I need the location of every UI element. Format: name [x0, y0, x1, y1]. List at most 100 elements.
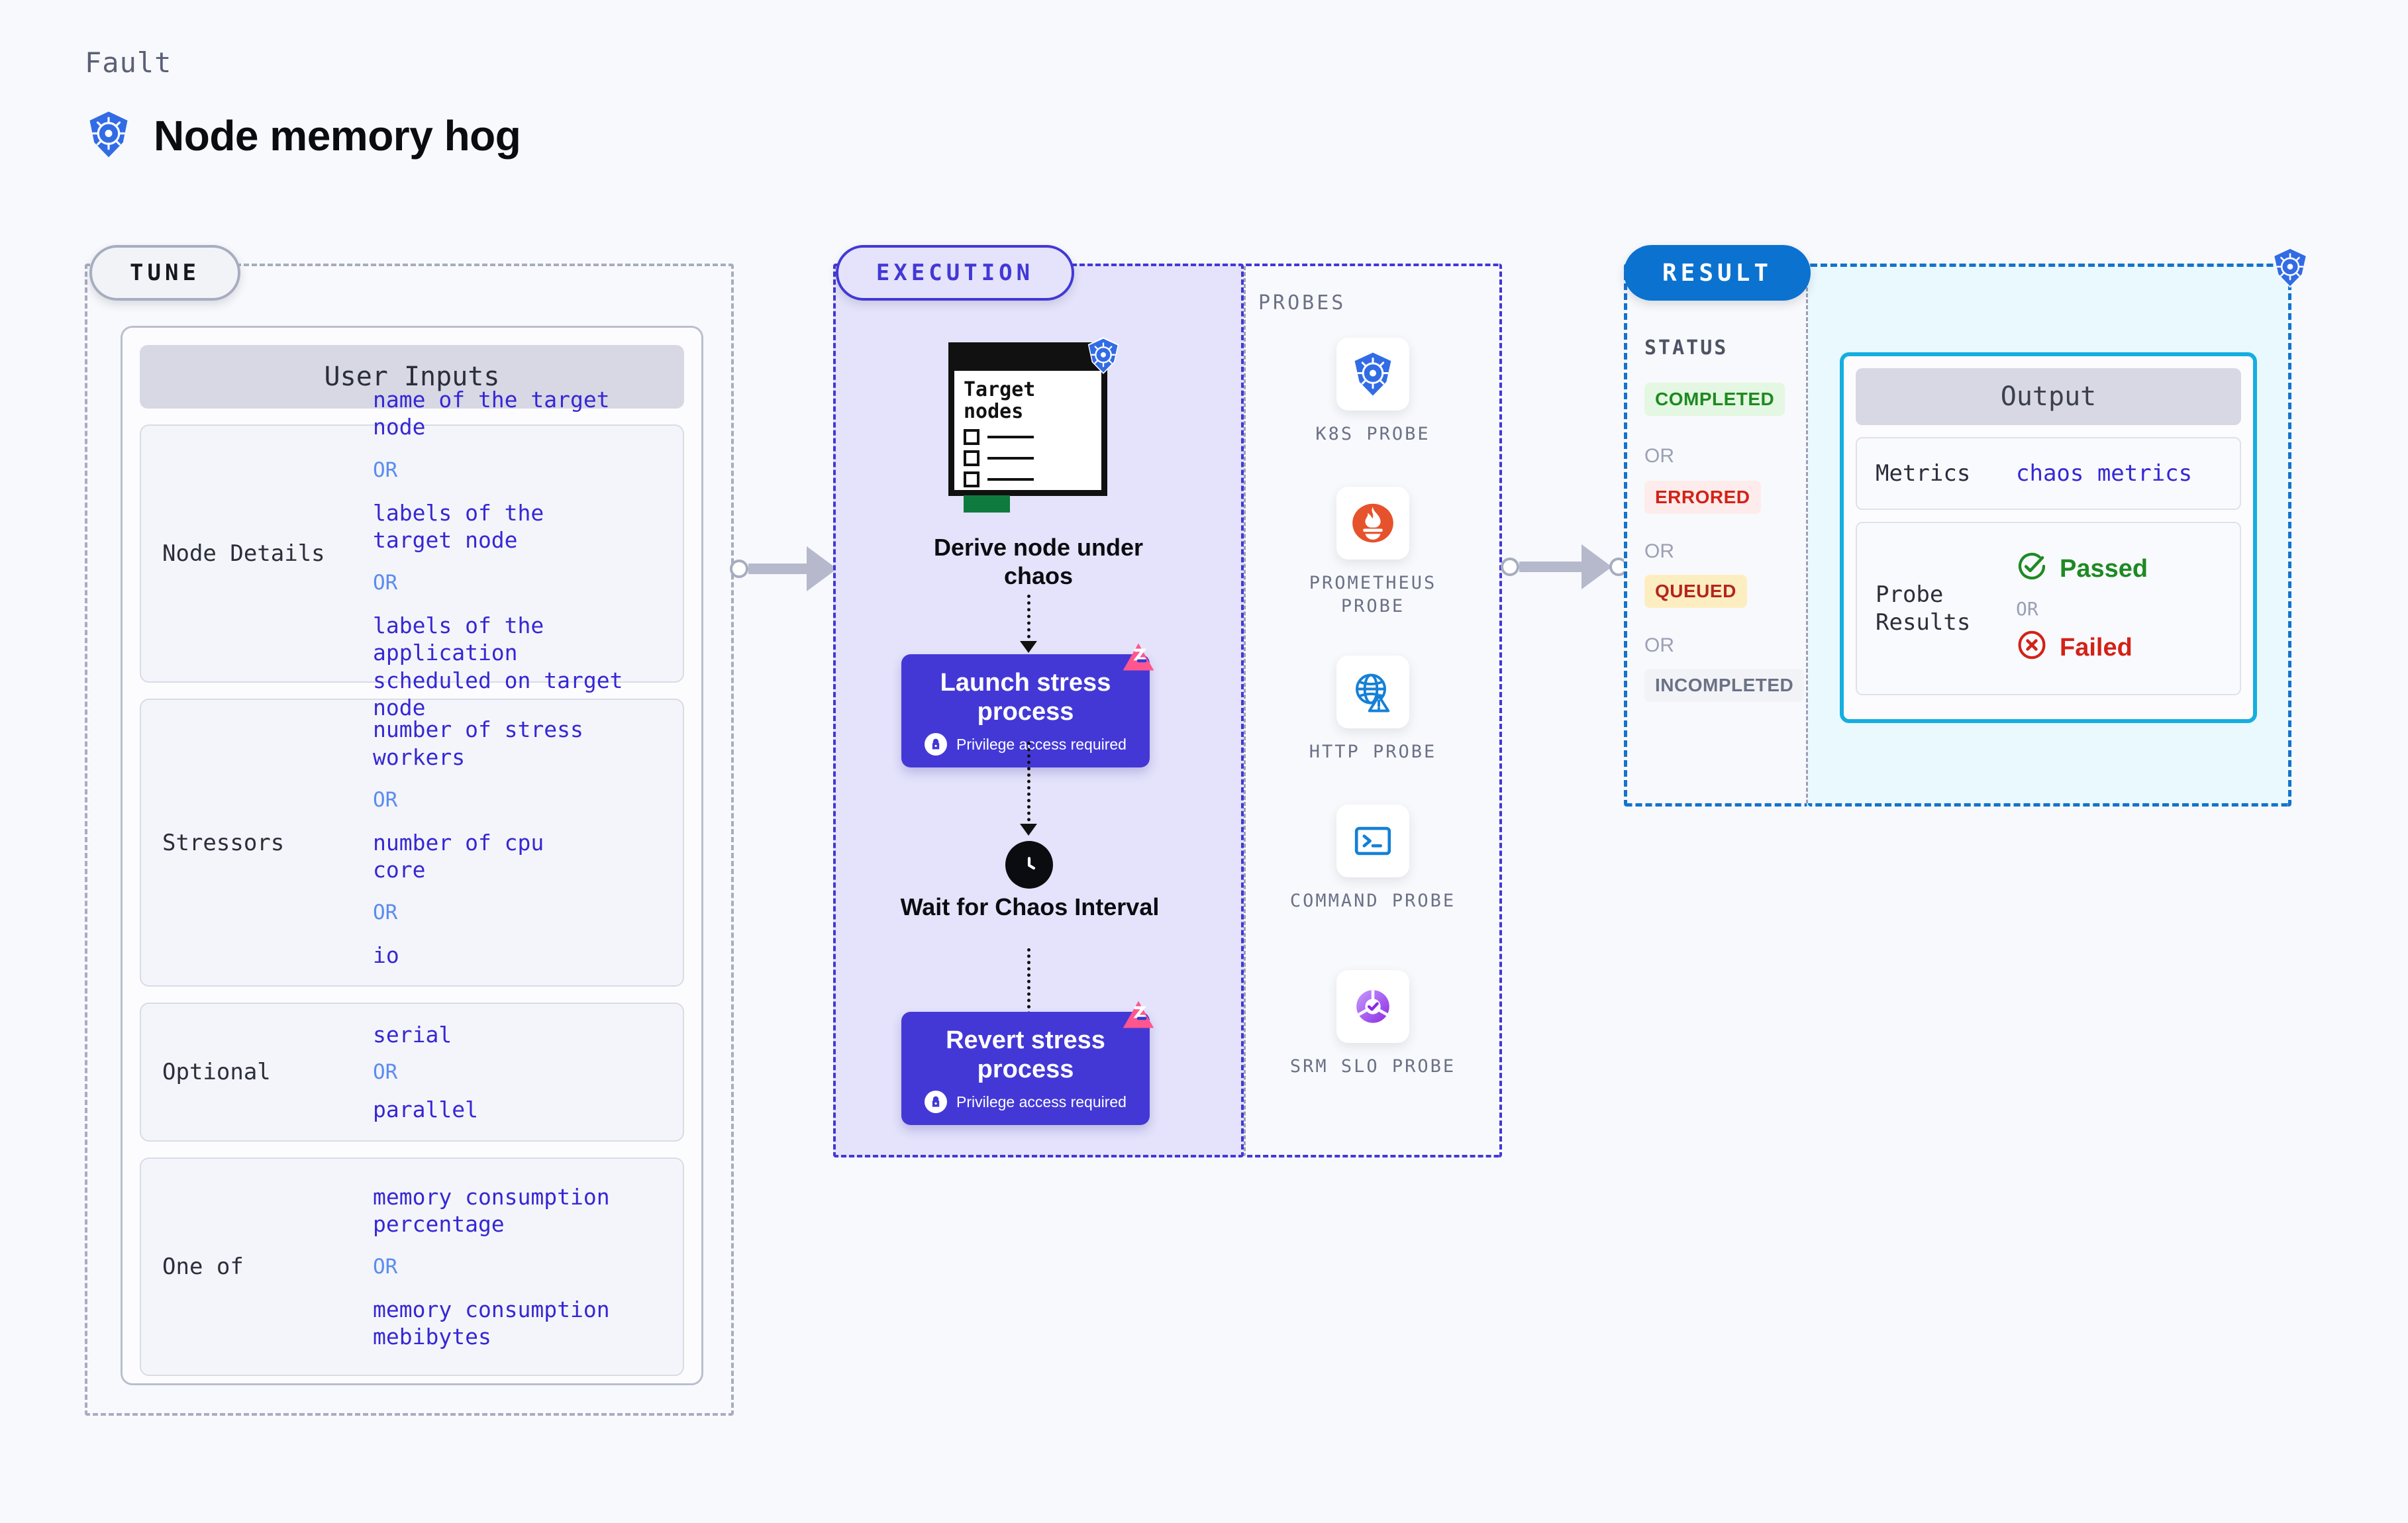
lock-icon — [925, 733, 948, 756]
arrow-head-icon — [1581, 544, 1612, 589]
status-badge-completed: COMPLETED — [1644, 383, 1785, 416]
arrow-head-icon — [1020, 824, 1037, 836]
checkbox-icon — [964, 429, 979, 445]
prometheus-icon — [1336, 487, 1409, 560]
probe-k8s[interactable]: K8S PROBE — [1274, 338, 1472, 446]
launch-stress-process-button[interactable]: Launch stress process Privilege access r… — [901, 643, 1154, 768]
list-line — [987, 436, 1034, 438]
probe-result-label: Passed — [2060, 555, 2148, 583]
output-value: chaos metrics — [2016, 460, 2193, 487]
button-title: Revert stress process — [946, 1026, 1105, 1083]
flow-line — [1027, 595, 1030, 645]
fault-eyebrow: Fault — [85, 46, 172, 79]
button-subtitle: Privilege access required — [956, 1093, 1127, 1110]
row-or: OR — [373, 1255, 398, 1279]
status-badge-errored: ERRORED — [1644, 481, 1761, 514]
row-label: Node Details — [162, 540, 325, 567]
probe-result-passed: Passed — [2016, 550, 2148, 589]
status-or: OR — [1644, 445, 1674, 467]
probe-result-or: OR — [2016, 597, 2038, 620]
row-value: memory consumption mebibytes — [373, 1297, 610, 1350]
kubernetes-icon — [85, 109, 132, 162]
step-caption-derive: Derive node under chaos — [933, 534, 1144, 590]
tune-pill: TUNE — [89, 245, 240, 301]
probes-title: PROBES — [1258, 291, 1346, 315]
button-title: Launch stress process — [940, 669, 1111, 726]
checkbox-icon — [964, 450, 979, 466]
output-label: Probe Results — [1876, 581, 1971, 636]
output-row-probe-results: Probe Results Passed OR — [1856, 522, 2241, 695]
row-or: OR — [373, 571, 398, 595]
check-circle-icon — [2016, 550, 2048, 589]
row-label: One of — [162, 1253, 244, 1280]
probe-result-failed: Failed — [2016, 629, 2148, 667]
user-inputs-card: User Inputs Node Details name of the tar… — [121, 326, 703, 1385]
connector-dot — [730, 560, 748, 578]
row-value: labels of the target node — [373, 499, 544, 553]
terminal-icon — [1336, 805, 1409, 877]
input-row-node-details: Node Details name of the target node OR … — [140, 387, 684, 720]
result-pill: RESULT — [1624, 245, 1811, 301]
kubernetes-icon — [1336, 338, 1409, 411]
input-row-optional: Optional serial OR parallel — [140, 1003, 684, 1142]
litmus-icon — [1119, 997, 1158, 1038]
probe-srm-slo[interactable]: SRM SLO PROBE — [1274, 970, 1472, 1078]
lock-icon — [925, 1091, 948, 1114]
litmus-icon — [1119, 640, 1158, 681]
list-line — [987, 478, 1034, 481]
row-or: OR — [373, 1060, 398, 1084]
node-checklist — [964, 429, 1101, 487]
row-value: labels of the application scheduled on t… — [373, 613, 623, 720]
probe-result-label: Failed — [2060, 634, 2132, 662]
status-or: OR — [1644, 540, 1674, 562]
tune-panel — [85, 264, 734, 1416]
row-or: OR — [373, 901, 398, 925]
probe-prometheus[interactable]: PROMETHEUS PROBE — [1274, 487, 1472, 618]
x-circle-icon — [2016, 629, 2048, 667]
row-label: Stressors — [162, 829, 285, 856]
status-or: OR — [1644, 634, 1674, 656]
user-inputs-title: User Inputs — [140, 345, 684, 409]
page-title: Node memory hog — [154, 112, 521, 160]
row-or: OR — [373, 458, 398, 482]
result-status-panel — [1624, 264, 1808, 807]
probe-command[interactable]: COMMAND PROBE — [1274, 805, 1472, 912]
kubernetes-icon — [1085, 336, 1122, 377]
row-value: serial — [373, 1021, 452, 1048]
connector-line — [748, 564, 808, 574]
arrow-head-icon — [1020, 641, 1037, 653]
target-nodes-label: Target nodes — [964, 378, 1036, 423]
card-titlebar — [954, 348, 1101, 371]
row-label: Optional — [162, 1059, 271, 1085]
status-title: STATUS — [1644, 336, 1729, 360]
button-subtitle: Privilege access required — [956, 735, 1127, 753]
flow-line — [1027, 948, 1030, 1021]
probe-label: PROMETHEUS PROBE — [1309, 573, 1437, 617]
row-value: number of cpu core — [373, 829, 544, 883]
probe-label: SRM SLO PROBE — [1289, 1056, 1456, 1077]
probe-http[interactable]: HTTP PROBE — [1274, 656, 1472, 763]
connector-line — [1519, 562, 1583, 572]
row-value: memory consumption percentage — [373, 1183, 610, 1237]
row-value: name of the target node — [373, 387, 610, 440]
fault-title-row: Node memory hog — [85, 109, 521, 162]
output-row-metrics: Metrics chaos metrics — [1856, 437, 2241, 510]
status-bar — [964, 495, 1010, 513]
probe-label: COMMAND PROBE — [1289, 891, 1456, 911]
status-badge-queued: QUEUED — [1644, 575, 1747, 608]
probe-label: K8S PROBE — [1315, 424, 1430, 444]
connector-dot — [1501, 558, 1519, 576]
list-line — [987, 457, 1034, 460]
globe-warning-icon — [1336, 656, 1409, 728]
output-title: Output — [1856, 368, 2241, 425]
output-card: Output Metrics chaos metrics Probe Resul… — [1840, 352, 2257, 723]
output-label: Metrics — [1876, 460, 1971, 487]
input-row-one-of: One of memory consumption percentage OR … — [140, 1157, 684, 1376]
row-value: io — [373, 942, 399, 969]
kubernetes-icon — [2270, 246, 2311, 291]
step-caption-wait: Wait for Chaos Interval — [900, 893, 1160, 920]
row-or: OR — [373, 787, 398, 812]
row-value: parallel — [373, 1097, 478, 1122]
slo-gauge-icon — [1336, 970, 1409, 1043]
revert-stress-process-button[interactable]: Revert stress process Privilege access r… — [901, 1001, 1154, 1126]
